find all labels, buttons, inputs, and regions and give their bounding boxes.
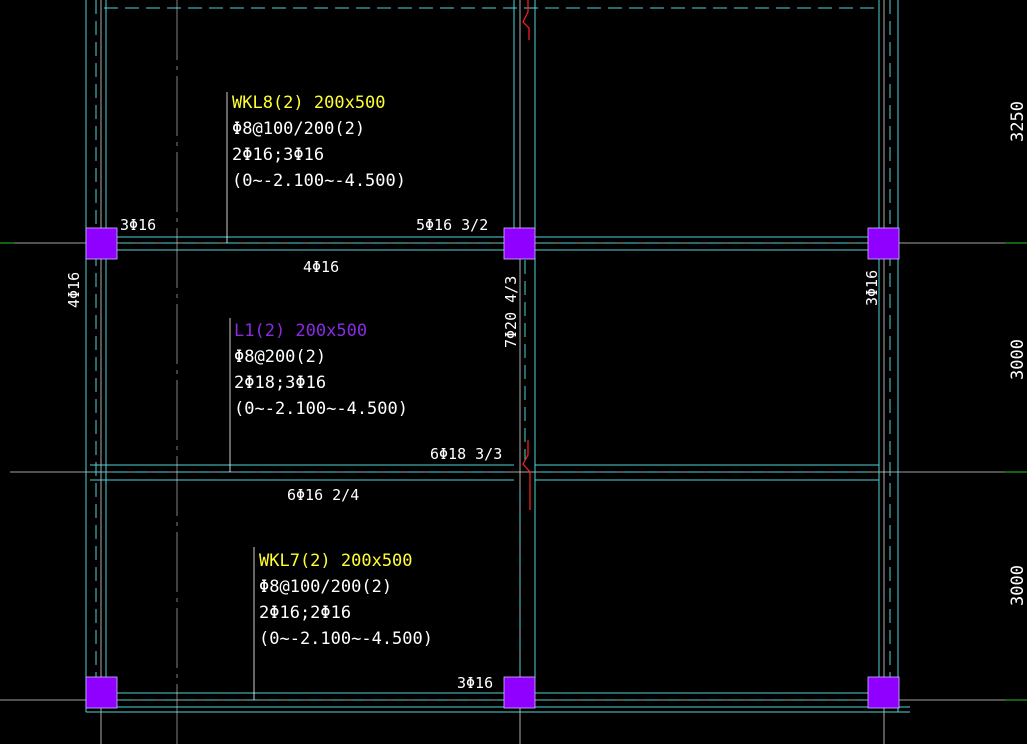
- rebar-label-mid-6phi18: 6Φ18 3/3: [430, 445, 502, 463]
- dimension-top: 3250: [1008, 101, 1027, 142]
- beam-edges: [85, 0, 910, 713]
- l1-elevation: (0~-2.100~-4.500): [234, 399, 408, 419]
- dimension-bottom: 3000: [1008, 565, 1027, 606]
- l1-stirrup: Φ8@200(2): [234, 347, 326, 367]
- rebar-label-mid-bottom-6phi16: 6Φ16 2/4: [287, 486, 359, 504]
- column: [503, 227, 536, 260]
- green-ticks: [0, 242, 1027, 701]
- break-mark: [522, 0, 530, 40]
- columns: [85, 227, 900, 709]
- wkl7-stirrup: Φ8@100/200(2): [259, 577, 392, 597]
- column: [503, 676, 536, 709]
- rebar-label-right-vertical: 3Φ16: [863, 270, 881, 306]
- break-marks: [522, 0, 531, 510]
- break-mark: [522, 440, 531, 510]
- wkl8-elevation: (0~-2.100~-4.500): [232, 171, 406, 191]
- l1-name: L1(2) 200x500: [234, 321, 367, 341]
- leader-lines: [226, 92, 255, 700]
- wkl7-elevation: (0~-2.100~-4.500): [259, 629, 433, 649]
- dashed-lines: [92, 0, 891, 701]
- rebar-label-mid-vertical: 7Φ20 4/3: [502, 276, 520, 348]
- wkl8-bars: 2Φ16;3Φ16: [232, 145, 324, 165]
- dimension-middle: 3000: [1008, 339, 1027, 380]
- column: [867, 227, 900, 260]
- wkl7-bars: 2Φ16;2Φ16: [259, 603, 351, 623]
- rebar-label-top-mid: 5Φ16 3/2: [416, 216, 488, 234]
- rebar-label-left-vertical: 4Φ16: [65, 272, 83, 308]
- rebar-label-bottom-3phi16: 3Φ16: [457, 674, 493, 692]
- wkl8-name: WKL8(2) 200x500: [232, 93, 386, 113]
- wkl7-name: WKL7(2) 200x500: [259, 551, 413, 571]
- column: [85, 227, 118, 260]
- column: [85, 676, 118, 709]
- column: [867, 676, 900, 709]
- rebar-label-top-left: 3Φ16: [120, 216, 156, 234]
- rebar-label-bottom-4phi16: 4Φ16: [303, 258, 339, 276]
- l1-bars: 2Φ18;3Φ16: [234, 373, 326, 393]
- wkl8-stirrup: Φ8@100/200(2): [232, 119, 365, 139]
